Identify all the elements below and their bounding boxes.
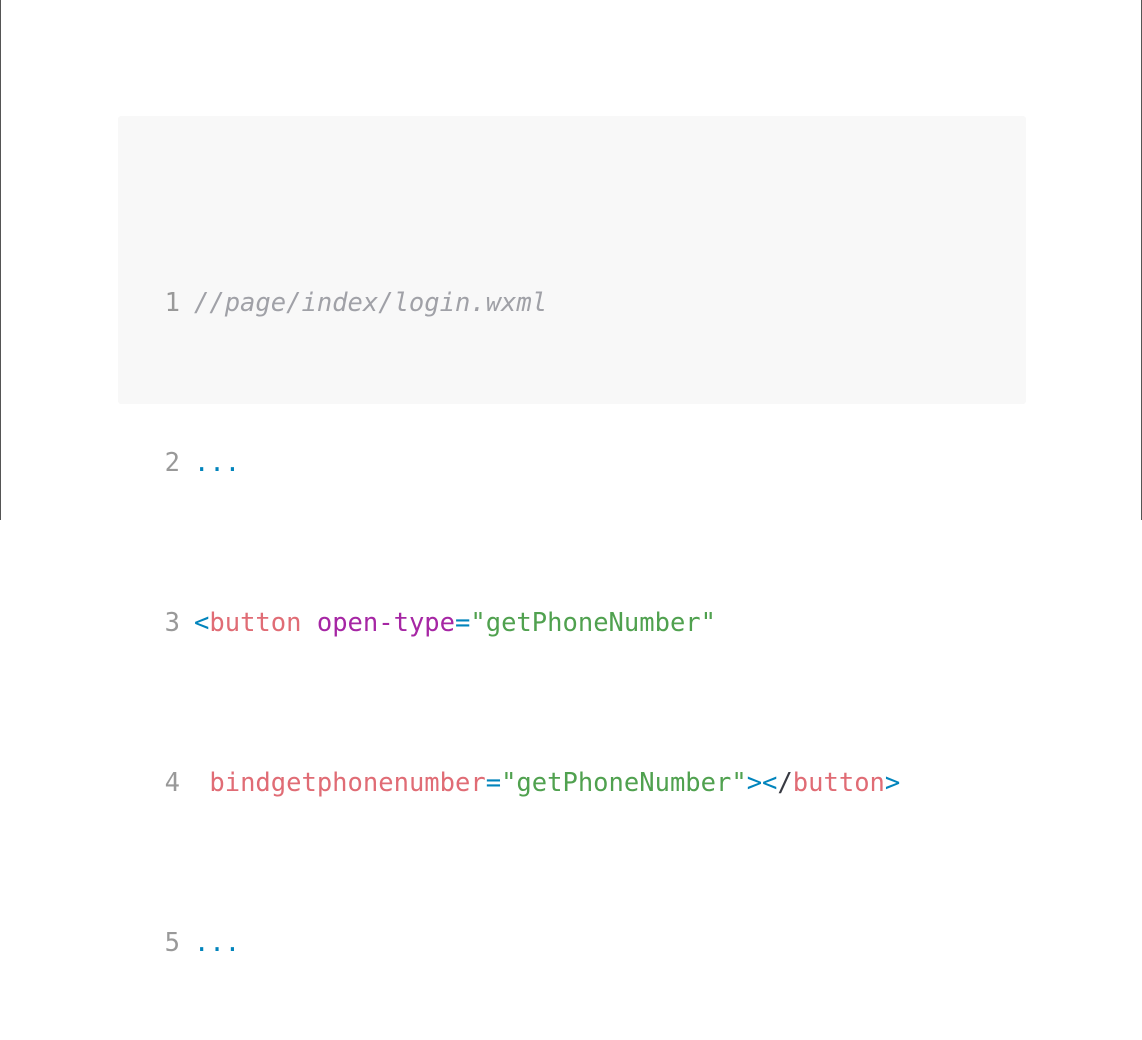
code-attr-value: "getPhoneNumber" xyxy=(470,608,717,638)
line-content: ... xyxy=(194,923,240,963)
code-line: 2 ... xyxy=(118,443,900,483)
code-line: 4 bindgetphonenumber="getPhoneNumber"></… xyxy=(118,763,901,803)
code-close-tag-name: button xyxy=(792,768,885,798)
line-content: bindgetphonenumber="getPhoneNumber"></bu… xyxy=(194,763,900,803)
code-equals: = xyxy=(455,608,471,638)
code-slash: / xyxy=(777,768,793,798)
code-attr-value: "getPhoneNumber" xyxy=(501,768,747,798)
code-line: 3 <button open-type="getPhoneNumber" xyxy=(118,603,900,643)
code-open-bracket: < xyxy=(194,608,210,638)
code-space xyxy=(301,608,316,638)
code-attr-name: open-type xyxy=(316,608,456,638)
code-equals: = xyxy=(485,768,502,798)
code-line: 5 ... xyxy=(118,923,900,963)
code-ellipsis: ... xyxy=(194,448,241,478)
line-number: 5 xyxy=(164,928,180,958)
code-attr-name: bindgetphonenumber xyxy=(209,768,486,798)
line-content: ... xyxy=(194,443,240,483)
code-comment: //page/index/login.wxml xyxy=(194,288,548,318)
line-number: 1 xyxy=(164,288,180,318)
line-number: 3 xyxy=(164,608,180,638)
code-block: 1 //page/index/login.wxml 2 ... 3 <butto… xyxy=(118,116,1026,958)
code-indent xyxy=(194,768,209,798)
code-close-open-bracket: >< xyxy=(746,768,778,798)
code-lines: 1 //page/index/login.wxml 2 ... 3 <butto… xyxy=(118,163,901,1040)
line-number: 4 xyxy=(164,768,180,798)
code-tag-name: button xyxy=(209,608,302,638)
line-content: //page/index/login.wxml xyxy=(194,283,547,323)
code-ellipsis: ... xyxy=(194,928,241,958)
code-close-bracket: > xyxy=(884,768,901,798)
line-number: 2 xyxy=(164,448,180,478)
code-line: 1 //page/index/login.wxml xyxy=(118,283,900,323)
line-content: <button open-type="getPhoneNumber" xyxy=(194,603,716,643)
